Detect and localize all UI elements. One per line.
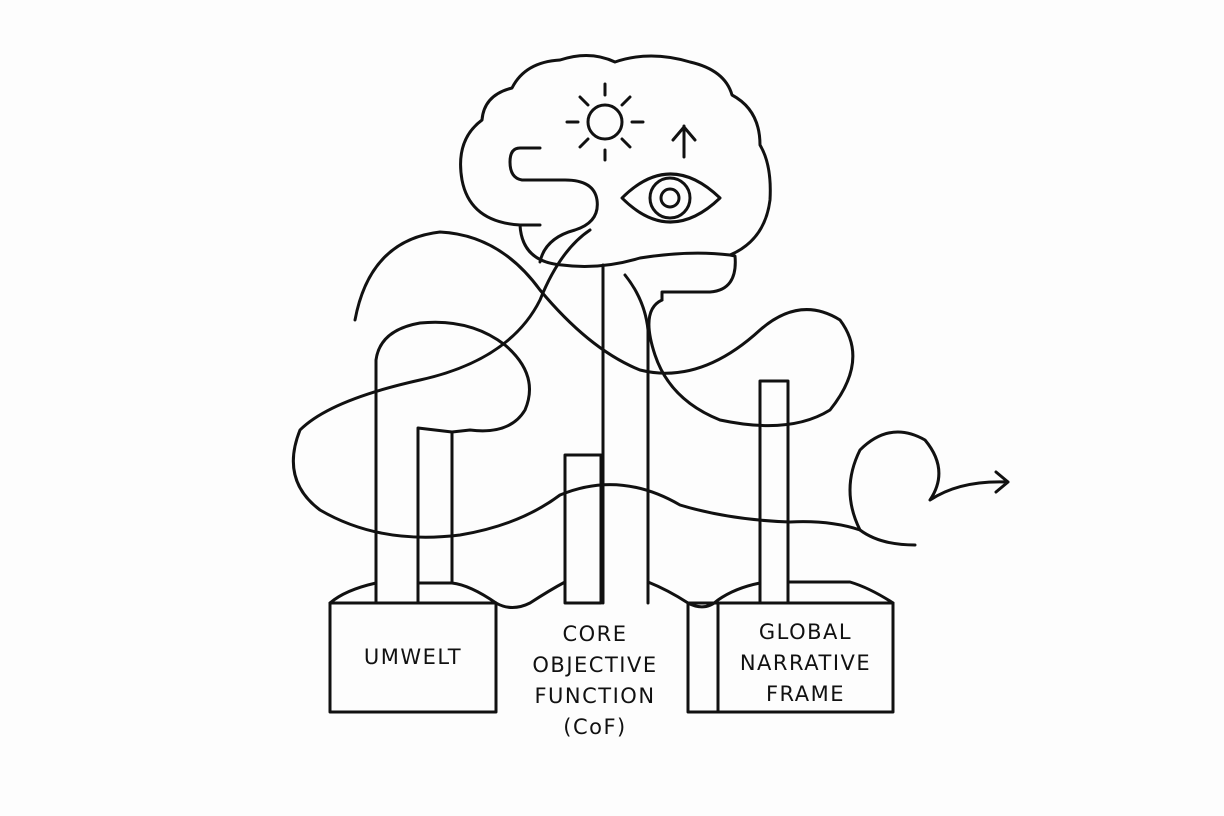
sun-icon [565, 82, 645, 162]
label-global-narrative-frame: GLOBAL NARRATIVE FRAME [739, 620, 872, 706]
eye-icon [620, 172, 722, 224]
brain-outline [459, 54, 772, 302]
pillars [374, 263, 790, 605]
end-loop [848, 430, 1010, 532]
flow-line [291, 228, 917, 547]
flow-loop [353, 230, 855, 428]
arrow-up-icon [671, 124, 697, 159]
boxes [328, 580, 895, 714]
label-umwelt: UMWELT [363, 645, 463, 669]
label-core-objective-function: CORE OBJECTIVE FUNCTION (CoF) [532, 622, 658, 739]
